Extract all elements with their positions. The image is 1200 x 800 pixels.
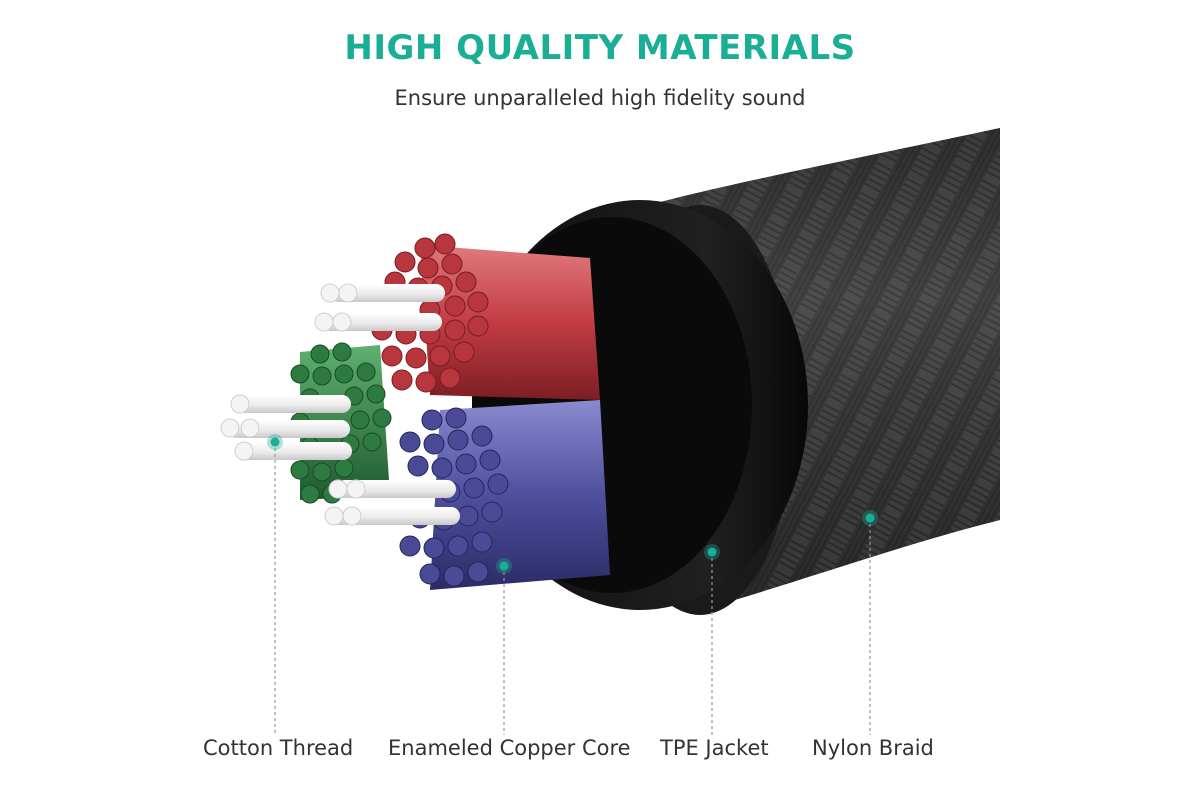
cotton-threads — [220, 283, 460, 526]
label-tpe-jacket: TPE Jacket — [660, 736, 769, 760]
red-strands — [371, 233, 600, 400]
label-enameled-copper-core: Enameled Copper Core — [388, 736, 631, 760]
callout-markers — [267, 434, 878, 574]
label-nylon-braid: Nylon Braid — [812, 736, 934, 760]
copper-core-bundle — [220, 233, 610, 590]
subheadline: Ensure unparalleled high fidelity sound — [394, 86, 806, 110]
label-cotton-thread: Cotton Thread — [203, 736, 354, 760]
blue-strands — [399, 400, 610, 590]
headline: HIGH QUALITY MATERIALS — [344, 28, 856, 68]
